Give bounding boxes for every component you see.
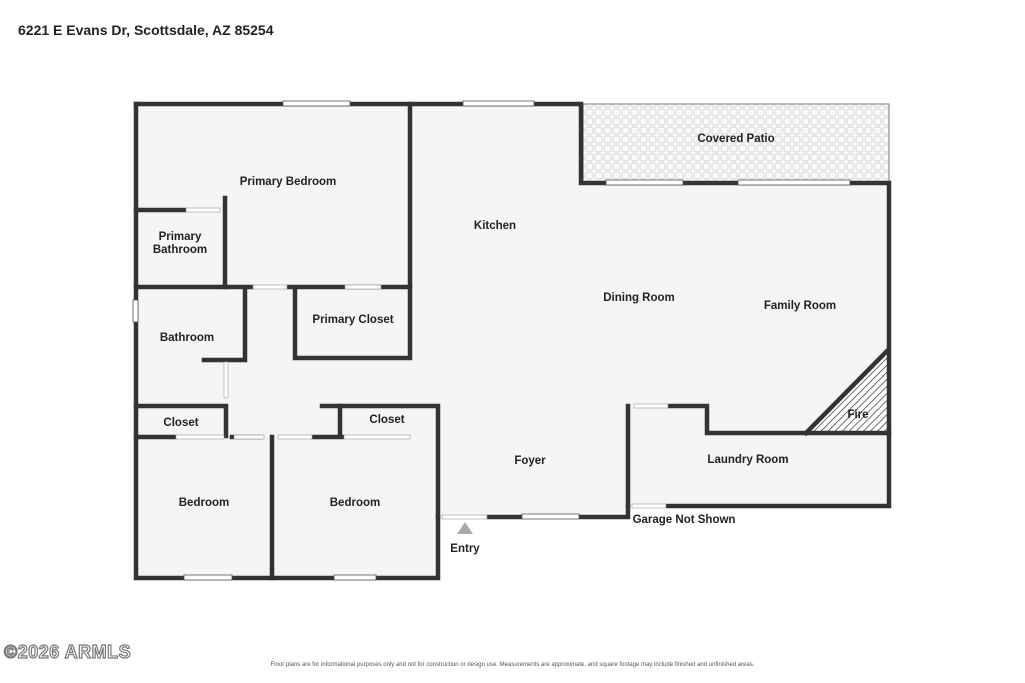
windows bbox=[132, 100, 851, 581]
door-openings bbox=[175, 207, 669, 520]
label-bathroom: Bathroom bbox=[160, 332, 214, 344]
window-foyer bbox=[521, 513, 580, 520]
window-dining bbox=[605, 179, 684, 186]
label-entry: Entry bbox=[450, 543, 480, 555]
label-primary-bathroom-2: Bathroom bbox=[153, 244, 207, 256]
disclaimer-text: Floor plans are for informational purpos… bbox=[270, 662, 755, 668]
label-foyer: Foyer bbox=[514, 455, 546, 467]
label-bedroom-right: Bedroom bbox=[330, 497, 380, 509]
window-bedroom-right bbox=[333, 574, 377, 581]
window-bathroom bbox=[132, 299, 139, 323]
entry-arrow-icon bbox=[457, 522, 473, 534]
copyright-watermark: ©2026 ARMLS bbox=[3, 641, 132, 662]
label-primary-bedroom: Primary Bedroom bbox=[240, 176, 337, 188]
label-closet-left: Closet bbox=[163, 417, 198, 429]
label-laundry-room: Laundry Room bbox=[707, 454, 788, 466]
window-bedroom-left bbox=[183, 574, 233, 581]
window-primary-bedroom bbox=[282, 100, 351, 107]
floor-fill bbox=[136, 104, 889, 578]
label-closet-right: Closet bbox=[369, 414, 404, 426]
label-primary-bathroom-1: Primary bbox=[159, 231, 202, 243]
label-dining-room: Dining Room bbox=[603, 292, 675, 304]
label-kitchen: Kitchen bbox=[474, 220, 516, 232]
label-family-room: Family Room bbox=[764, 300, 836, 312]
window-family-room bbox=[737, 179, 851, 186]
label-fire: Fire bbox=[847, 409, 868, 421]
label-covered-patio: Covered Patio bbox=[697, 133, 774, 145]
label-garage-not-shown: Garage Not Shown bbox=[633, 514, 736, 526]
label-bedroom-left: Bedroom bbox=[179, 497, 229, 509]
window-kitchen bbox=[462, 100, 535, 107]
covered-patio-area bbox=[582, 103, 890, 184]
property-address: 6221 E Evans Dr, Scottsdale, AZ 85254 bbox=[18, 22, 274, 38]
label-primary-closet: Primary Closet bbox=[312, 314, 393, 326]
